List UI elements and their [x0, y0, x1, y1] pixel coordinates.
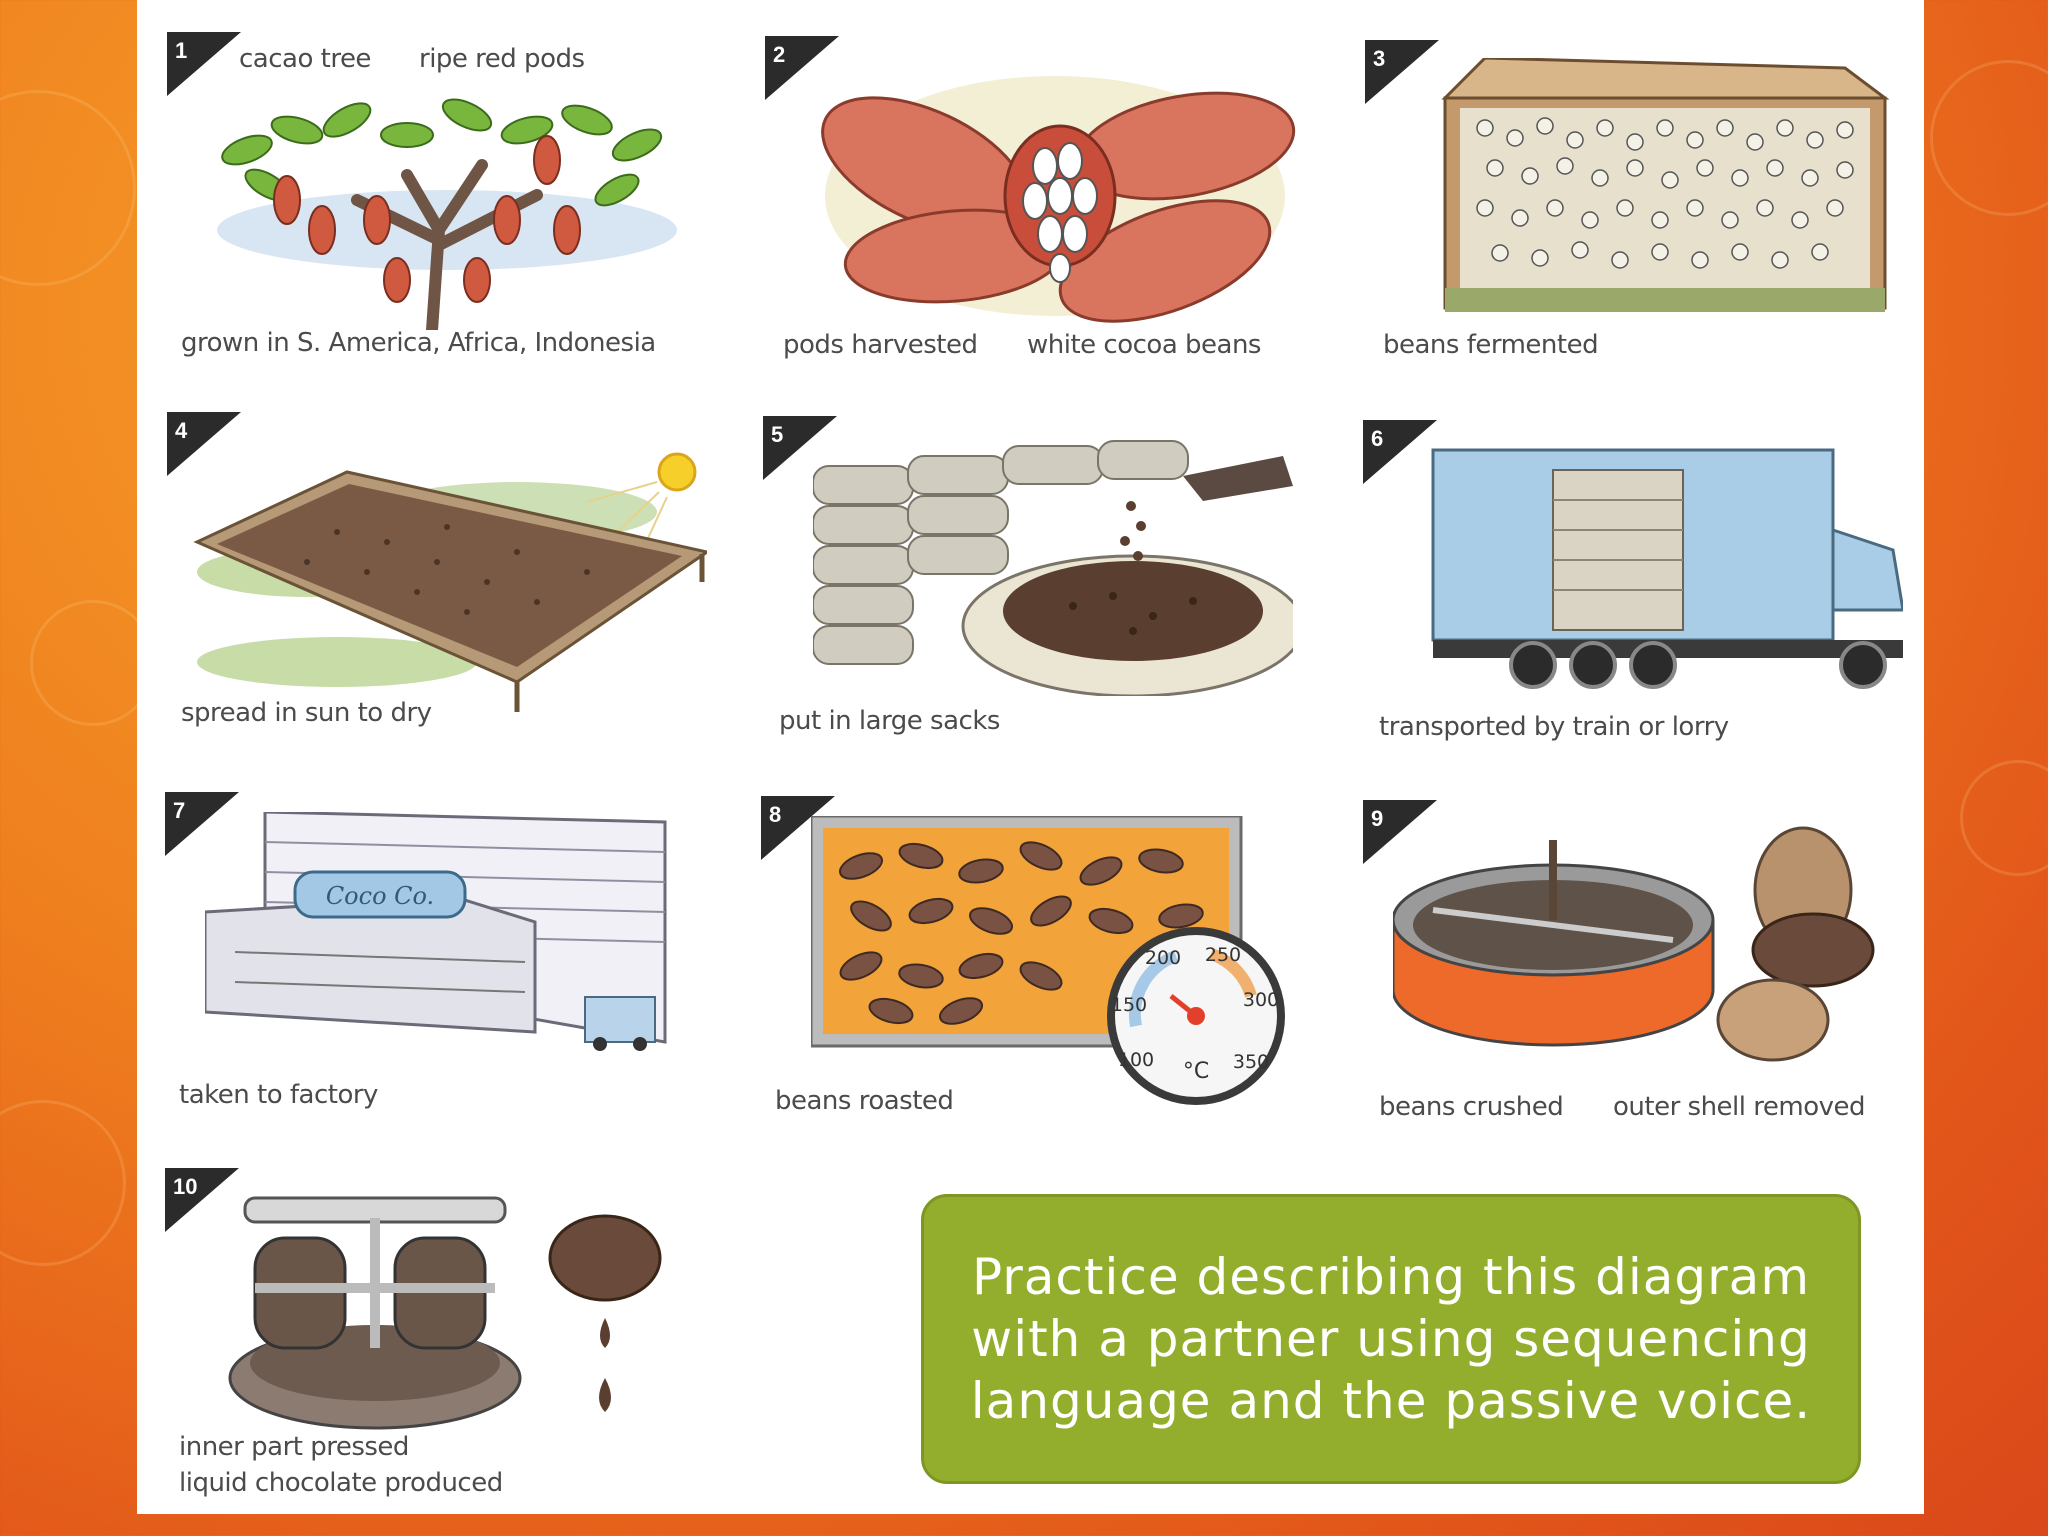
sacks-illustration [813, 426, 1293, 696]
step-7-label: taken to factory [179, 1080, 378, 1110]
step-5: 5 put in large sacks [763, 416, 1323, 776]
thermometer-tick-100: 100 [1118, 1049, 1154, 1071]
roasting-tray-illustration: 100 150 200 250 300 350 °C [811, 816, 1311, 1106]
step-4: 4 spread in sun to dry [167, 412, 727, 772]
instruction-callout: Practice describing this diagram with a … [921, 1194, 1861, 1484]
step-6: 6 transported by train or lorry [1363, 420, 1923, 780]
step-5-label: put in large sacks [779, 706, 1000, 736]
cacao-tree-illustration [207, 80, 687, 330]
step-3-label: beans fermented [1383, 330, 1598, 360]
bokeh-circle [0, 90, 136, 286]
truck-illustration [1423, 440, 1903, 710]
bokeh-circle [1930, 60, 2048, 216]
callout-text: Practice describing this diagram with a … [971, 1246, 1811, 1432]
bokeh-circle [1960, 760, 2048, 876]
step-10-label-liquid: liquid chocolate produced [179, 1468, 503, 1498]
fermentation-box-illustration [1425, 58, 1905, 318]
step-1-label-pods: ripe red pods [419, 44, 585, 74]
step-1: 1 cacao tree ripe red pods [167, 32, 727, 392]
thermometer-unit: °C [1183, 1059, 1209, 1084]
thermometer-tick-200: 200 [1145, 947, 1181, 969]
step-9-label-crushed: beans crushed [1379, 1092, 1563, 1122]
callout-line-1: Practice describing this diagram [972, 1248, 1810, 1306]
factory-illustration: Coco Co. [205, 812, 705, 1082]
thermometer-tick-350: 350 [1233, 1051, 1269, 1073]
step-10-label-pressed: inner part pressed [179, 1432, 409, 1462]
thermometer-tick-300: 300 [1243, 989, 1279, 1011]
step-1-label-tree: cacao tree [239, 44, 371, 74]
step-8-label: beans roasted [775, 1086, 953, 1116]
thermometer-tick-150: 150 [1111, 994, 1147, 1016]
press-illustration [225, 1188, 685, 1438]
step-9: 9 beans crushed outer shell removed [1363, 800, 1923, 1160]
step-4-label: spread in sun to dry [181, 698, 432, 728]
thermometer-tick-250: 250 [1205, 944, 1241, 966]
step-6-label: transported by train or lorry [1379, 712, 1729, 742]
crusher-illustration [1393, 810, 1913, 1080]
step-2-label-beans: white cocoa beans [1027, 330, 1261, 360]
bokeh-circle [0, 1100, 126, 1266]
step-7: 7 Coco Co. taken to factory [165, 792, 725, 1152]
step-2-label-harvested: pods harvested [783, 330, 977, 360]
callout-line-3: language and the passive voice. [971, 1372, 1811, 1430]
step-1-label-grown: grown in S. America, Africa, Indonesia [181, 328, 656, 358]
step-3: 3 beans fermented [1365, 40, 1925, 400]
step-8: 8 100 150 200 [761, 796, 1321, 1156]
drying-tray-illustration [187, 432, 707, 722]
cacao-pods-illustration [805, 56, 1305, 326]
factory-sign-text: Coco Co. [326, 882, 434, 910]
step-2: 2 pods harvested white cocoa beans [765, 36, 1325, 396]
step-10: 10 inner part pressed liquid chocolate p… [165, 1168, 725, 1508]
step-9-label-shell: outer shell removed [1613, 1092, 1865, 1122]
callout-line-2: with a partner using sequencing [971, 1310, 1810, 1368]
